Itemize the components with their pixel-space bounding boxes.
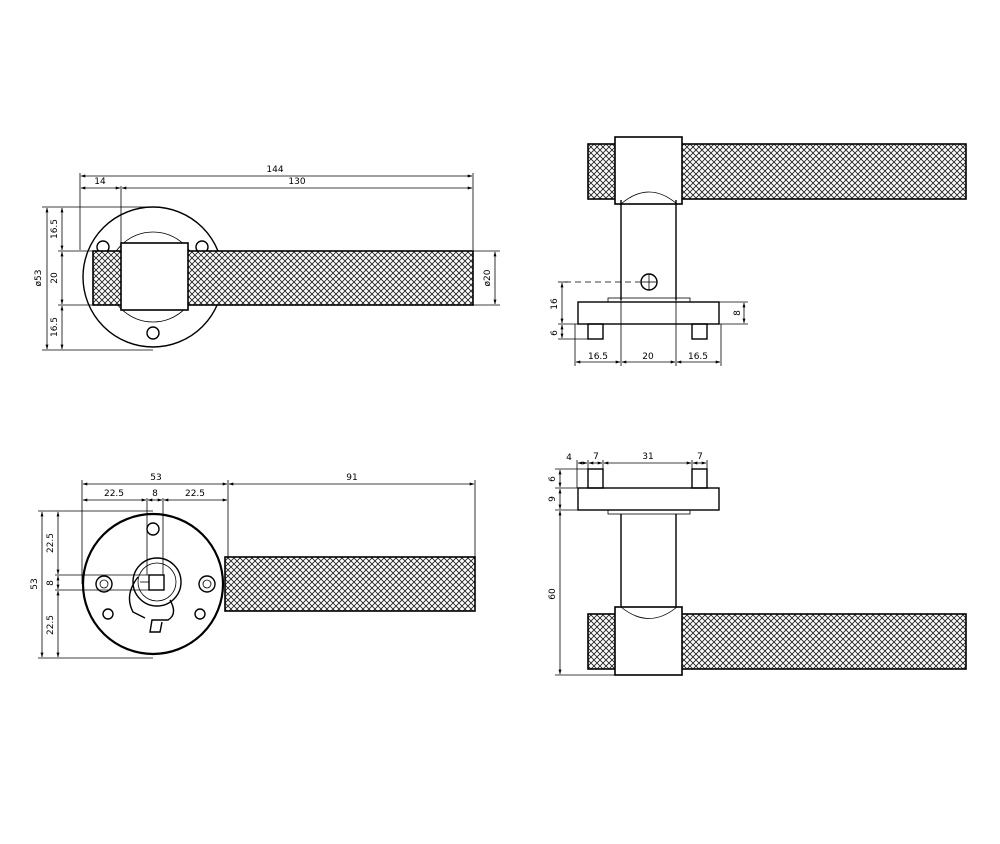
spindle-housing — [132, 557, 182, 607]
lever-neck — [120, 242, 189, 311]
spring-mechanism — [128, 576, 175, 633]
dim-lower-offset: 22.5 — [46, 615, 56, 635]
dim-lever-span: 91 — [346, 473, 357, 483]
dim-plate-thickness: 9 — [548, 496, 558, 502]
dim-lever-length: 130 — [288, 177, 305, 187]
dim-total-height: 53 — [30, 578, 40, 589]
dim-rosette-width: 53 — [150, 473, 161, 483]
dim-lower-gap: 16.5 — [50, 317, 60, 337]
lever-hub — [614, 136, 683, 205]
dim-pin-right: 7 — [697, 452, 703, 462]
back-view: 53 91 22.5 8 22.5 53 22.5 8 22.5 — [30, 473, 476, 659]
dim-hole-height: 16 — [550, 298, 560, 310]
dim-spindle-v: 8 — [46, 580, 56, 586]
dim-rosette-offset: 14 — [94, 177, 106, 187]
base-plate — [577, 301, 720, 325]
base-plate — [577, 487, 720, 511]
screw-hole-top — [146, 522, 160, 536]
dim-neck-width: 20 — [642, 352, 654, 362]
dim-lever-height: 60 — [548, 588, 558, 600]
spindle-square — [148, 574, 165, 591]
pin-right — [691, 468, 708, 489]
pin-right — [691, 323, 708, 340]
pin-left — [587, 323, 604, 340]
side-view-upper: 16 6 8 16.5 20 16.5 — [550, 136, 967, 366]
dim-lever-dia: ø20 — [483, 269, 493, 286]
dim-between-pins: 31 — [642, 452, 653, 462]
dim-left-span: 16.5 — [588, 352, 608, 362]
pin-left — [587, 468, 604, 489]
base-collar — [607, 509, 691, 515]
fix-hole-lower-left — [102, 608, 114, 620]
side-view-lower: 4 7 31 7 6 9 60 — [548, 452, 967, 676]
dim-upper-gap: 16.5 — [50, 219, 60, 239]
neck-collar — [620, 191, 678, 205]
dim-pin-left: 7 — [593, 452, 599, 462]
dim-rosette-dia: ø53 — [34, 270, 44, 287]
dim-pin-height: 6 — [548, 476, 558, 482]
dim-right-span: 16.5 — [688, 352, 708, 362]
top-view: 144 14 130 ø53 16.5 20 16.5 ø20 — [34, 165, 500, 351]
screw-hole-left — [95, 575, 113, 593]
dim-left-offset: 22.5 — [104, 489, 124, 499]
screw-hole-right — [198, 575, 216, 593]
screw-hole-bottom — [146, 326, 160, 340]
dim-right-offset: 22.5 — [185, 489, 205, 499]
dim-base-thickness: 8 — [733, 310, 743, 316]
rosette-outline — [81, 512, 225, 656]
dim-spindle: 8 — [152, 489, 158, 499]
lever-hub — [614, 606, 683, 676]
dim-overall-length: 144 — [266, 165, 283, 175]
dim-edge: 4 — [566, 453, 572, 463]
dim-upper-offset: 22.5 — [46, 533, 56, 553]
lever-bar — [224, 556, 476, 612]
fix-hole-lower-right — [194, 608, 206, 620]
dim-pin-height: 6 — [550, 330, 560, 336]
dim-mid-width: 20 — [50, 272, 60, 284]
neck-collar — [620, 606, 678, 619]
